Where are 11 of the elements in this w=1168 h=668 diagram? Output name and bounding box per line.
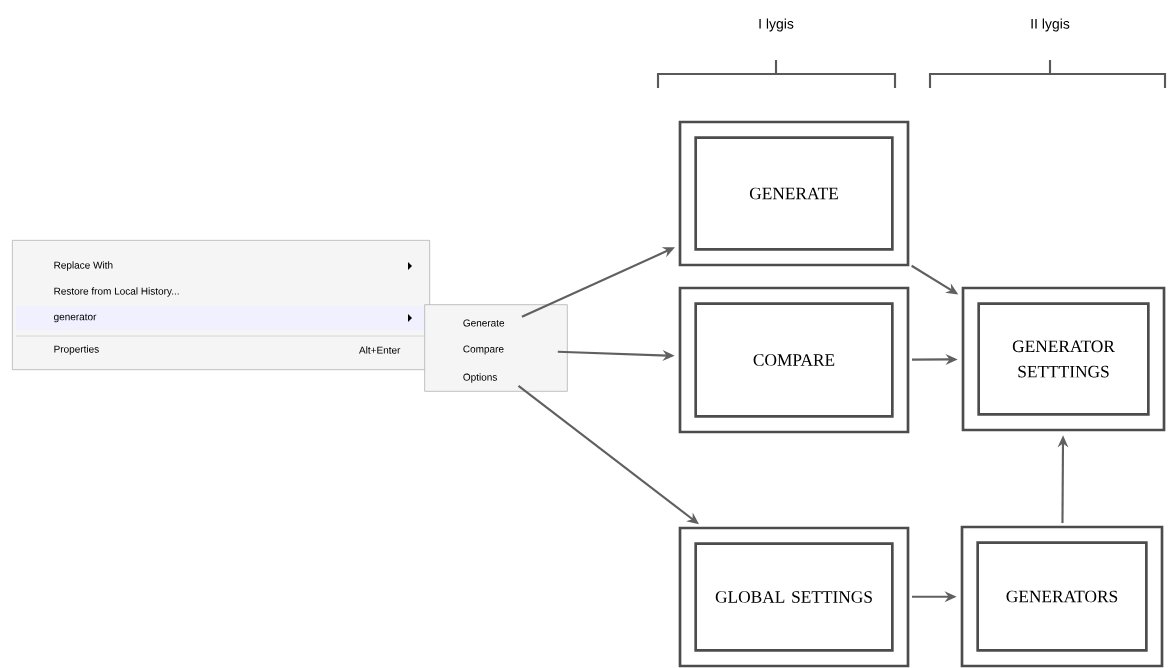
double-box: COMPARE [678,286,910,434]
double-box: GENERATORS [960,525,1164,668]
menu-item: Options [463,373,497,383]
menu-item: Generate [463,319,505,327]
double-box: GLOBAL SETTINGS [678,526,910,668]
level-label: I lygis [759,18,794,32]
level-label: II lygis [1031,18,1070,32]
menu-item: Compare [463,345,504,355]
submenu [424,304,568,392]
double-box: GENERATE [678,120,910,267]
double-box: GENERATOR SETTTINGS [961,286,1166,432]
